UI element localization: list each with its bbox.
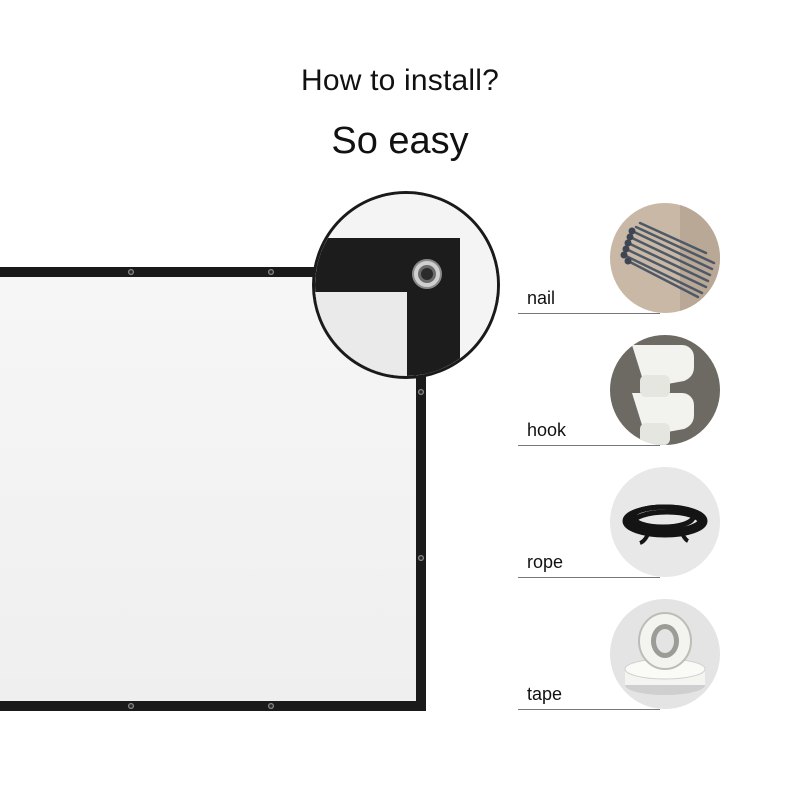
accessory-hook: hook bbox=[518, 335, 728, 455]
grommet-icon bbox=[418, 389, 424, 395]
divider-line bbox=[518, 313, 660, 314]
nail-icon bbox=[610, 203, 720, 313]
rope-icon bbox=[610, 467, 720, 577]
divider-line bbox=[518, 709, 660, 710]
accessory-label: tape bbox=[527, 684, 563, 704]
accessory-label: rope bbox=[527, 552, 564, 572]
accessory-rope: rope bbox=[518, 467, 728, 587]
install-answer-heading: So easy bbox=[331, 120, 469, 162]
accessory-label: hook bbox=[527, 420, 567, 440]
divider-line bbox=[518, 577, 660, 578]
hook-icon bbox=[610, 335, 720, 445]
grommet-icon bbox=[128, 703, 134, 709]
grommet-icon bbox=[268, 269, 274, 275]
tape-icon bbox=[610, 599, 720, 709]
grommet-icon bbox=[418, 555, 424, 561]
grommet-icon bbox=[128, 269, 134, 275]
corner-grommet-icon bbox=[315, 194, 497, 376]
grommet-icon bbox=[268, 703, 274, 709]
install-question-heading: How to install? bbox=[300, 64, 500, 97]
corner-zoom-detail bbox=[312, 191, 500, 379]
accessory-label: nail bbox=[527, 288, 556, 308]
accessory-nail: nail bbox=[518, 203, 728, 323]
divider-line bbox=[518, 445, 660, 446]
accessory-tape: tape bbox=[518, 599, 728, 719]
